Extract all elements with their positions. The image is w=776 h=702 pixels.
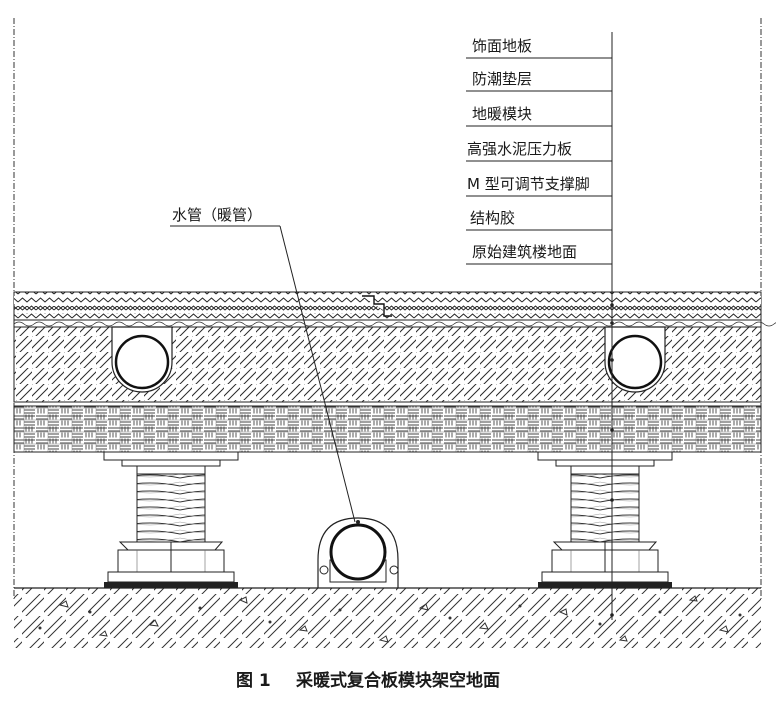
figure-number: 图 1 xyxy=(236,671,271,691)
moisture-pad-layer xyxy=(13,319,776,328)
label-moisture-layer: 防潮垫层 xyxy=(472,70,532,88)
label-heating-module: 地暖模块 xyxy=(472,105,532,123)
cement-board-layer xyxy=(13,401,762,453)
support-foot-left xyxy=(103,451,239,588)
support-foot-right xyxy=(537,451,673,588)
label-structural-glue: 结构胶 xyxy=(470,209,515,227)
heating-module-layer xyxy=(13,326,762,403)
leader-lines xyxy=(170,32,613,620)
finish-floor-layer xyxy=(13,291,762,321)
base-floor-layer xyxy=(14,587,761,648)
label-finish-floor: 饰面地板 xyxy=(472,37,532,55)
heating-pipe-left xyxy=(111,326,173,393)
label-support-foot: M 型可调节支撑脚 xyxy=(467,175,590,193)
label-base-floor: 原始建筑楼地面 xyxy=(472,243,577,261)
figure-title: 采暖式复合板模块架空地面 xyxy=(295,670,500,691)
water-pipe-clamp xyxy=(317,517,399,588)
leader-dots xyxy=(610,303,614,617)
heating-pipe-right xyxy=(604,326,666,393)
label-cement-board: 高强水泥压力板 xyxy=(467,140,572,158)
label-water-pipe: 水管（暖管） xyxy=(172,206,262,224)
